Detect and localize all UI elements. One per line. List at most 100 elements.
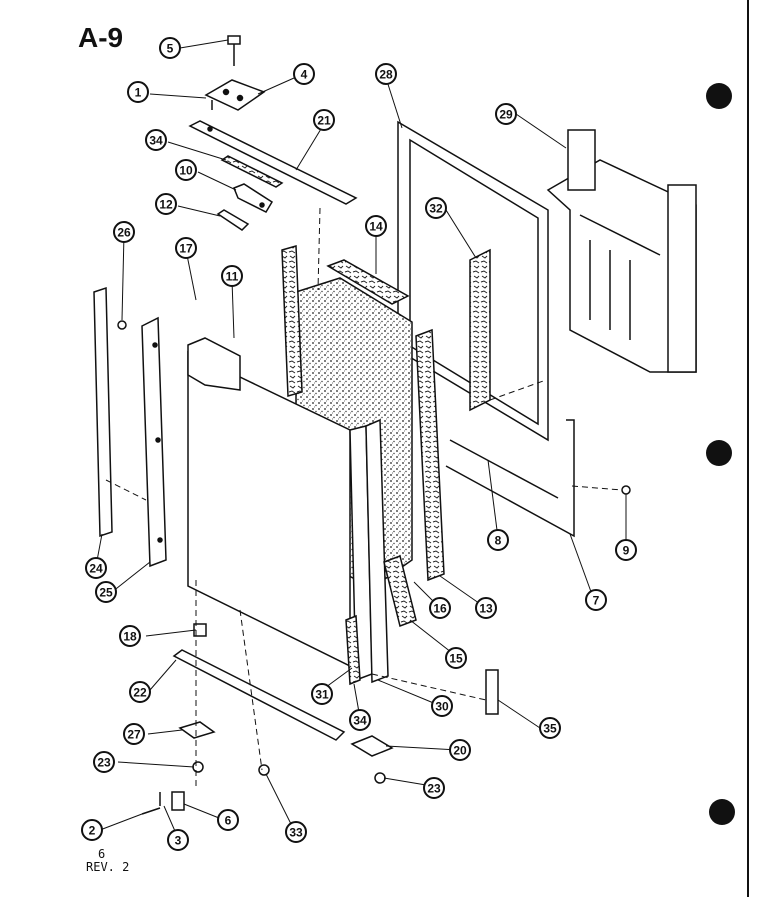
callout-label: 6 [225, 814, 232, 828]
callout-circle [285, 821, 307, 843]
callout-label: 27 [127, 728, 141, 742]
binder-hole [709, 799, 735, 825]
callout-label: 9 [623, 544, 630, 558]
part-side-trim-left [93, 286, 113, 538]
callout-circle [375, 63, 397, 85]
callout-circle [311, 683, 333, 705]
callout-c31: 31 [311, 683, 333, 705]
callout-c35: 35 [539, 717, 561, 739]
callout-circle [119, 625, 141, 647]
part-insulation-strip [281, 245, 303, 397]
callout-circle [175, 237, 197, 259]
callout-label: 17 [179, 242, 193, 256]
callout-label: 10 [179, 164, 193, 178]
callout-circle [431, 695, 453, 717]
callout-c3: 3 [167, 829, 189, 851]
callout-label: 11 [226, 270, 239, 284]
callout-label: 18 [123, 630, 137, 644]
callout-label: 12 [159, 198, 173, 212]
assembly-lines [105, 207, 623, 790]
part-side-bracket [141, 316, 167, 568]
part-door-panel [187, 337, 351, 668]
callout-c26: 26 [113, 221, 135, 243]
part-plate [178, 721, 216, 739]
callout-c9: 9 [615, 539, 637, 561]
callout-circle [449, 739, 471, 761]
callout-circle [93, 751, 115, 773]
callout-label: 30 [435, 700, 449, 714]
callout-label: 35 [543, 722, 557, 736]
part-screw [192, 761, 204, 773]
callout-c6: 6 [217, 809, 239, 831]
callout-circle [221, 265, 243, 287]
callout-label: 34 [149, 134, 163, 148]
callout-circle [95, 581, 117, 603]
callout-label: 24 [89, 562, 103, 576]
callout-circle [81, 819, 103, 841]
part-rod [449, 439, 559, 499]
part-window-seal [469, 248, 491, 412]
callout-circle [113, 221, 135, 243]
callout-circle [349, 709, 371, 731]
callout-label: 4 [301, 68, 308, 82]
callout-circle [167, 829, 189, 851]
callout-label: 32 [429, 202, 443, 216]
callout-c12: 12 [155, 193, 177, 215]
callout-label: 25 [99, 586, 113, 600]
callout-label: 20 [453, 744, 467, 758]
callout-label: 14 [369, 220, 383, 234]
part-top-trim [188, 120, 358, 205]
callout-c25: 25 [95, 581, 117, 603]
callout-label: 16 [433, 602, 447, 616]
part-screw [374, 772, 386, 784]
callout-circle [85, 557, 107, 579]
part-screw [621, 485, 631, 495]
callout-label: 23 [427, 782, 441, 796]
callout-label: 22 [133, 686, 147, 700]
callout-circle [425, 197, 447, 219]
callout-circle [127, 81, 149, 103]
part-screw [258, 764, 270, 776]
page-number: 6 [98, 847, 106, 861]
part-screw [117, 320, 127, 330]
callout-c29: 29 [495, 103, 517, 125]
part-top-insulation [326, 259, 410, 305]
callout-c24: 24 [85, 557, 107, 579]
callout-circle [159, 37, 181, 59]
part-insulation-strip-right [415, 328, 445, 582]
callout-c28: 28 [375, 63, 397, 85]
callout-circle [293, 63, 315, 85]
callout-c2: 2 [81, 819, 103, 841]
callout-label: 3 [175, 834, 182, 848]
callout-circle [615, 539, 637, 561]
callout-c17: 17 [175, 237, 197, 259]
revision-label: REV. 2 [86, 860, 130, 874]
part-screw [227, 35, 241, 66]
callout-label: 29 [499, 108, 513, 122]
callout-c32: 32 [425, 197, 447, 219]
part-end-cap [485, 669, 499, 715]
callout-c23a: 23 [93, 751, 115, 773]
callout-label: 13 [479, 602, 493, 616]
callout-circle [123, 723, 145, 745]
callout-circle [423, 777, 445, 799]
callout-c7: 7 [585, 589, 607, 611]
callout-c27: 27 [123, 723, 145, 745]
callout-label: 15 [449, 652, 463, 666]
callout-label: 31 [315, 688, 329, 702]
callout-c4: 4 [293, 63, 315, 85]
callout-c11: 11 [221, 265, 243, 287]
callout-circle [585, 589, 607, 611]
part-gasket-strip-lower [345, 614, 361, 686]
callout-c20: 20 [449, 739, 471, 761]
part-hinge-pin [141, 791, 185, 815]
callout-label: 26 [117, 226, 131, 240]
callout-label: 5 [167, 42, 174, 56]
part-bottom-rail [172, 649, 346, 741]
part-latch [233, 183, 274, 213]
part-clip [216, 209, 250, 231]
binder-hole [706, 83, 732, 109]
callout-label: 1 [135, 86, 142, 100]
part-hinge-bottom [350, 735, 394, 757]
